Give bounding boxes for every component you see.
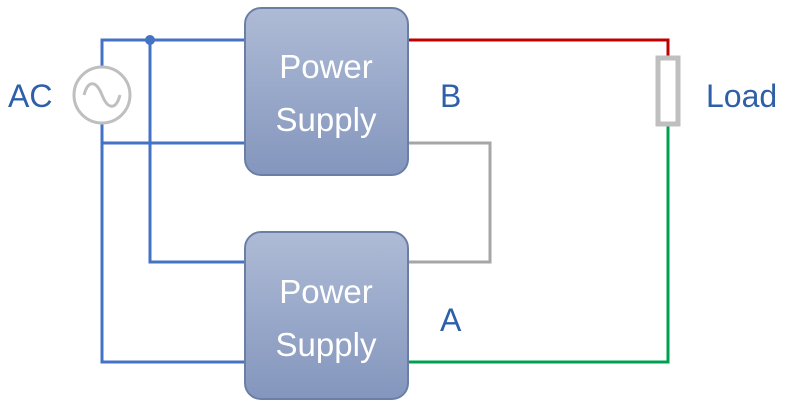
power-supply-lower-line1: Power: [279, 273, 373, 310]
load-label: Load: [706, 78, 777, 114]
ac-wire-top-to-upper-supply: [100, 38, 247, 70]
power-supply-upper-line1: Power: [279, 48, 373, 85]
power-supply-lower: Power Supply: [244, 231, 409, 400]
output-a-label: A: [440, 302, 462, 338]
ac-wire-bottom-to-lower-supply: [100, 120, 247, 364]
output-wire-a-negative: [406, 122, 670, 364]
wire-junction-dot: [145, 35, 155, 45]
resistor-icon: [655, 55, 681, 127]
output-wire-b-positive: [406, 38, 670, 60]
output-b-label: B: [440, 78, 461, 114]
power-supply-lower-line2: Supply: [276, 326, 377, 363]
power-supply-upper: Power Supply: [244, 7, 409, 176]
ac-wire-junction-to-lower-supply: [148, 38, 247, 264]
ac-source-icon: [72, 65, 132, 125]
power-supply-upper-line2: Supply: [276, 101, 377, 138]
series-link-wire: [406, 141, 492, 264]
ac-label: AC: [8, 78, 52, 114]
